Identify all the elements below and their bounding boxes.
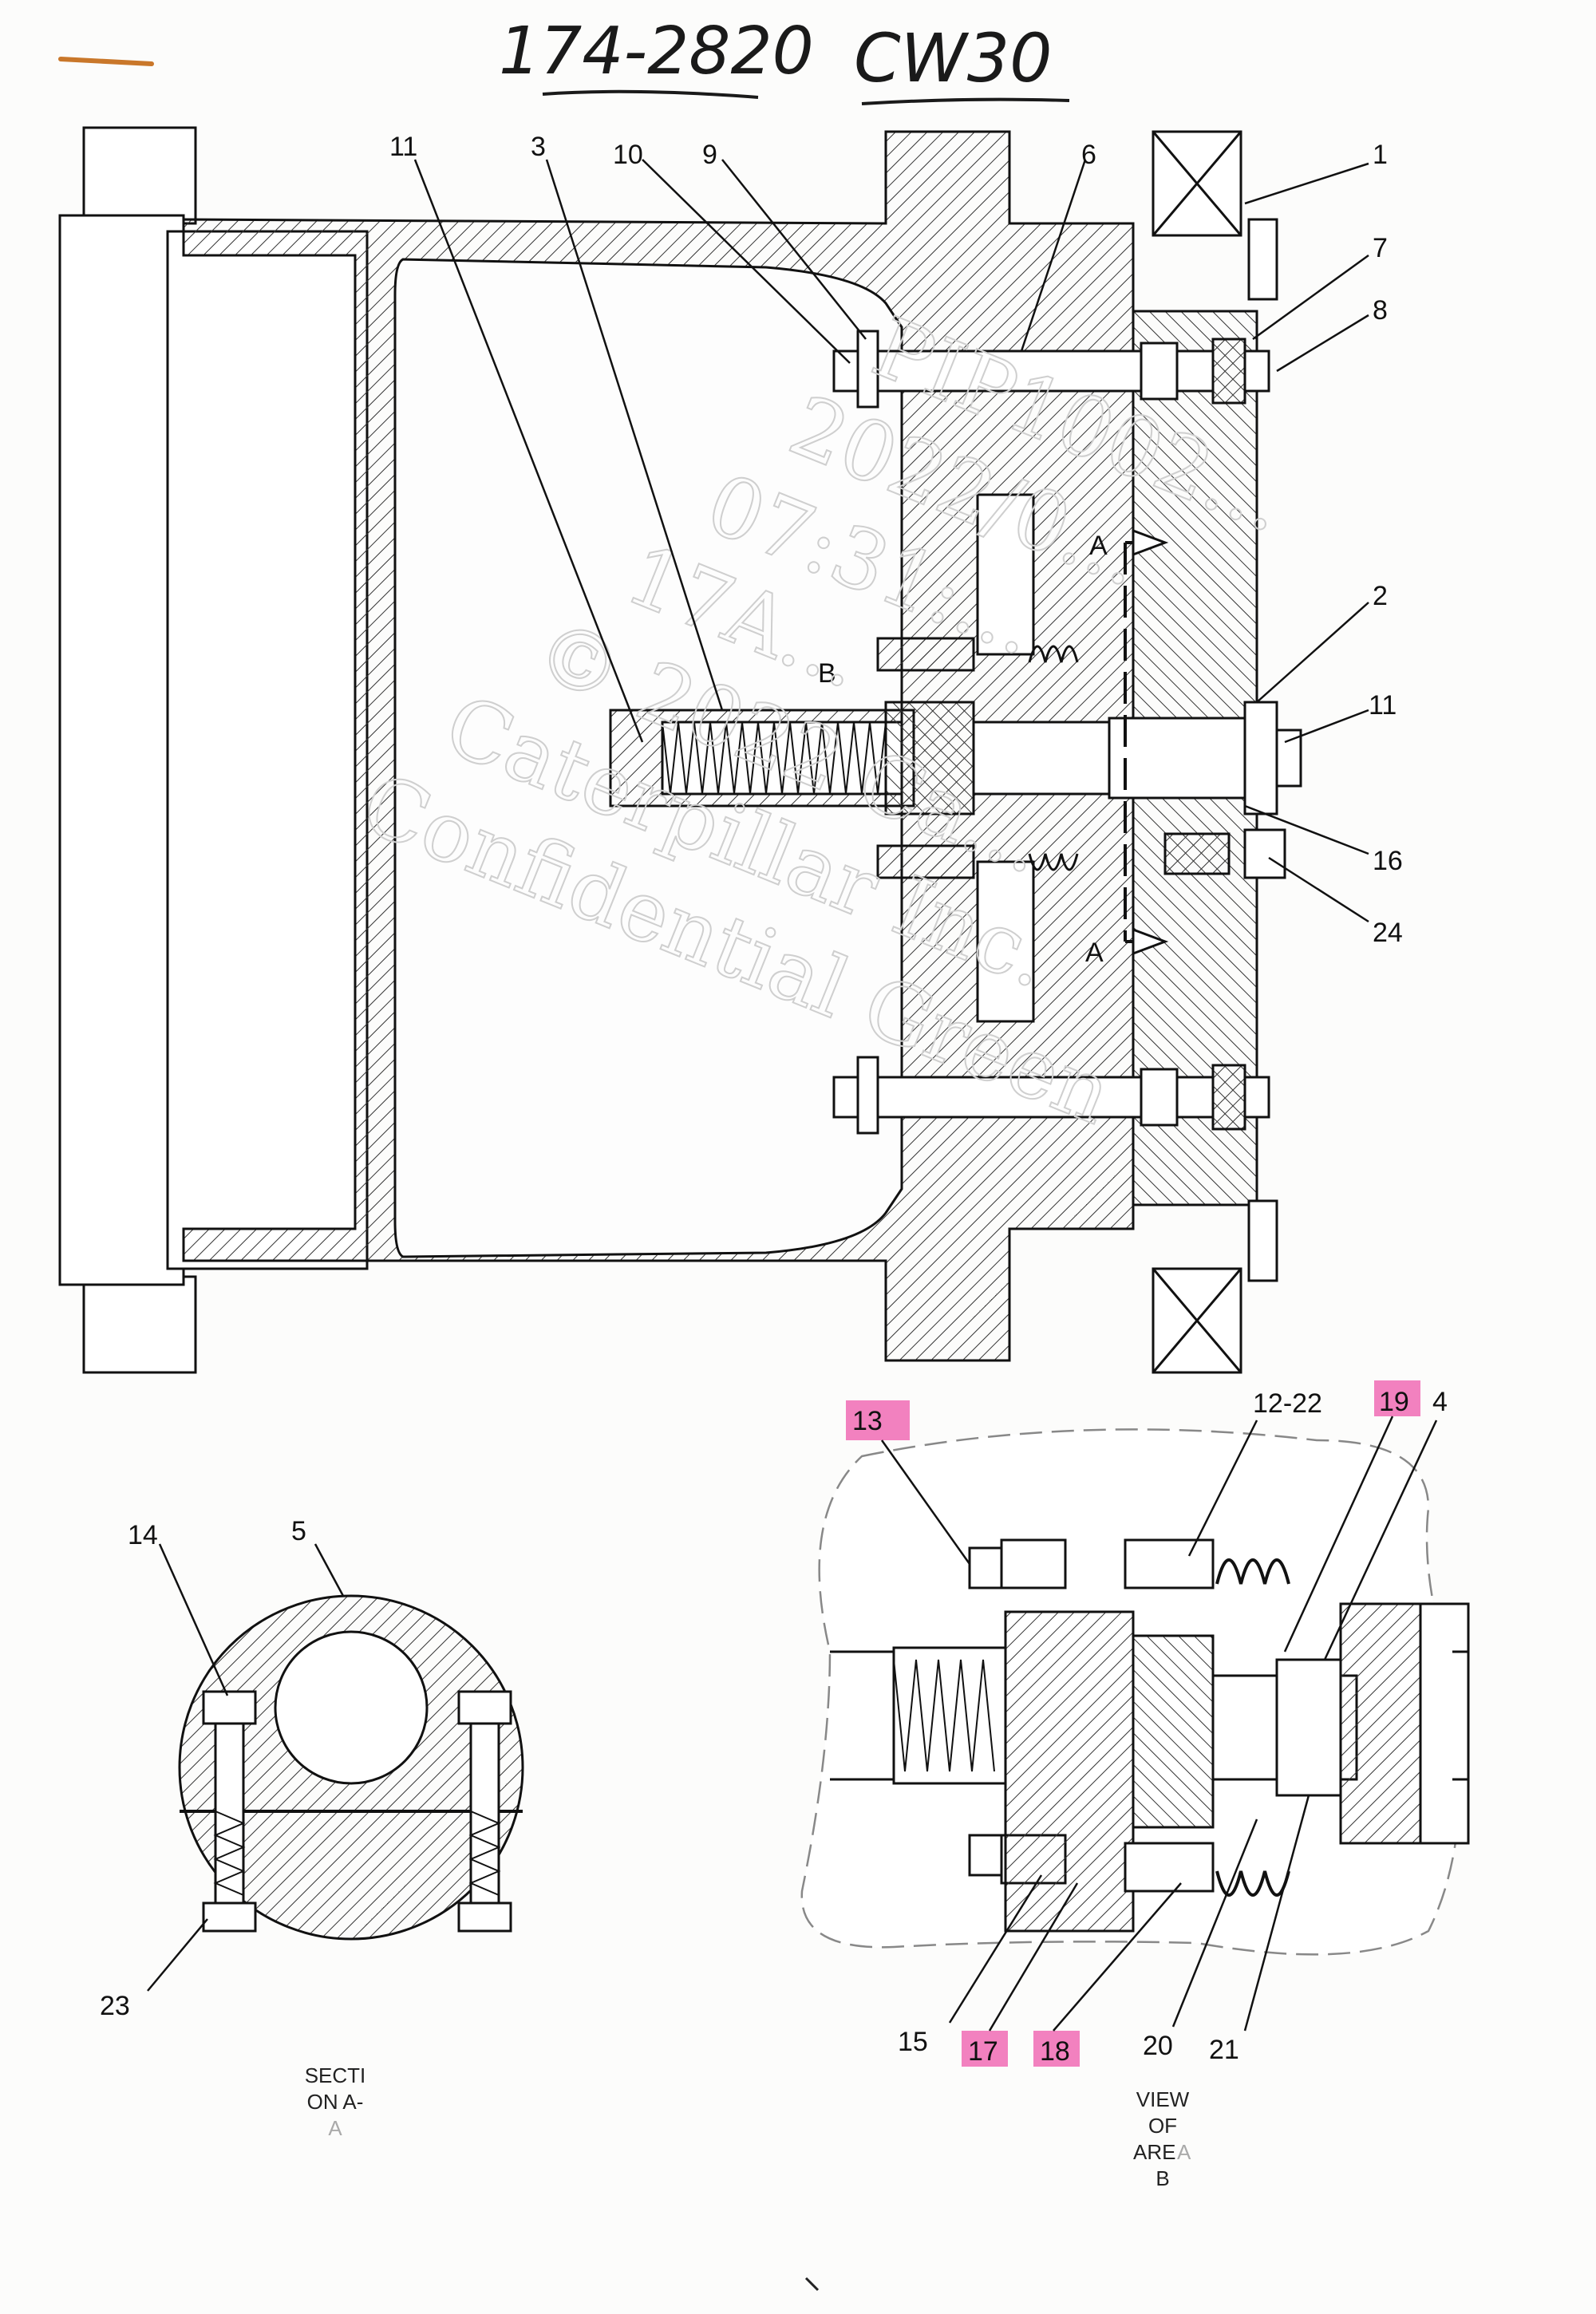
callout-10: 10 — [613, 140, 643, 170]
svg-text:SECTI: SECTI — [305, 2063, 366, 2087]
callout-16: 16 — [1373, 846, 1403, 876]
callout-11-right: 11 — [1369, 690, 1396, 721]
callout-8: 8 — [1373, 295, 1388, 326]
section-leader-lines — [147, 1543, 345, 1992]
underline-part-number — [542, 89, 759, 99]
view-of-area-b — [800, 1428, 1470, 1956]
callout-13: 13 — [852, 1406, 883, 1436]
highlight-marks — [846, 1380, 1420, 2067]
svg-text:OF: OF — [1148, 2114, 1177, 2138]
handwritten-model: CW30 — [854, 19, 1053, 97]
handwritten-part-number: 174-2820 — [499, 14, 814, 89]
view-callouts: 13 12-22 19 4 15 17 18 20 21 — [852, 1387, 1448, 2067]
callout-23: 23 — [100, 1991, 130, 2021]
view-leader-lines — [880, 1416, 1438, 2032]
svg-text:B: B — [1156, 2166, 1169, 2190]
callout-1: 1 — [1373, 140, 1388, 170]
callout-11-top: 11 — [389, 132, 417, 162]
callout-12-22: 12-22 — [1253, 1388, 1322, 1419]
callout-2: 2 — [1373, 581, 1388, 611]
section-caption: SECTI ON A- A — [305, 2063, 366, 2140]
callout-4: 4 — [1432, 1387, 1448, 1417]
highlight-17 — [962, 2031, 1008, 2067]
highlight-13 — [846, 1400, 910, 1440]
main-assembly — [58, 126, 1302, 1374]
callout-20: 20 — [1143, 2031, 1173, 2061]
callout-15: 15 — [898, 2027, 928, 2057]
stray-mark — [804, 2276, 820, 2292]
svg-text:ON A-: ON A- — [307, 2090, 364, 2114]
callout-5: 5 — [291, 1516, 306, 1546]
section-a-a — [178, 1594, 524, 1941]
svg-text:VIEW: VIEW — [1136, 2087, 1190, 2111]
svg-text:A: A — [328, 2116, 342, 2140]
callout-19: 19 — [1379, 1387, 1409, 1417]
view-caption: VIEW OF ARE A B — [1133, 2087, 1191, 2190]
underline-model — [861, 97, 1070, 105]
svg-text:ARE: ARE — [1133, 2140, 1175, 2164]
callout-17: 17 — [968, 2036, 998, 2067]
callout-24: 24 — [1373, 918, 1403, 948]
callout-6: 6 — [1081, 140, 1096, 170]
section-callouts: 14 5 23 — [100, 1516, 306, 2021]
main-callouts: 11 3 10 9 6 1 7 8 2 11 16 24 — [389, 132, 1403, 948]
highlight-18 — [1033, 2031, 1080, 2067]
highlight-19 — [1374, 1380, 1420, 1416]
callout-3: 3 — [531, 132, 546, 162]
callout-21: 21 — [1209, 2035, 1239, 2065]
svg-text:A: A — [1177, 2140, 1191, 2164]
view-mark-b: B — [818, 658, 836, 689]
callout-18: 18 — [1040, 2036, 1070, 2067]
main-leader-lines — [413, 159, 1369, 923]
pencil-mark — [58, 57, 154, 66]
section-mark-a-top: A — [1089, 531, 1108, 561]
section-mark-a-bottom: A — [1085, 938, 1104, 968]
callout-9: 9 — [702, 140, 717, 170]
callout-7: 7 — [1373, 233, 1388, 263]
callout-14: 14 — [128, 1520, 158, 1550]
